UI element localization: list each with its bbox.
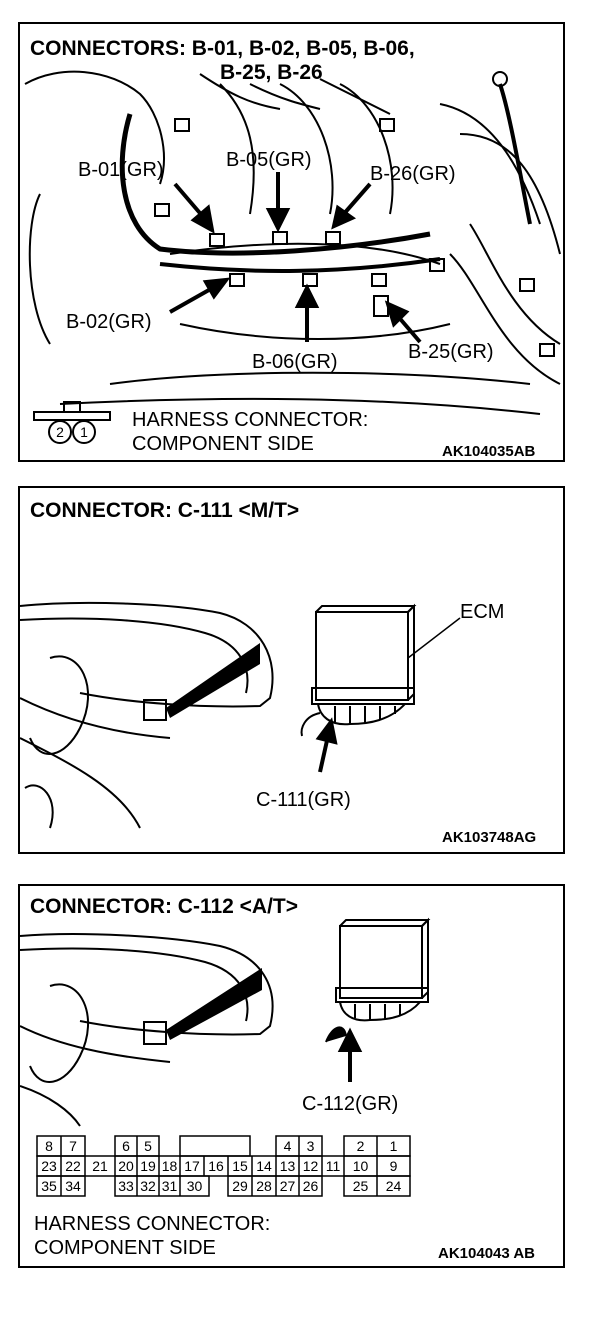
pin: 13: [279, 1158, 296, 1174]
pin: 10: [352, 1158, 369, 1174]
c111-label: C-111(GR): [256, 789, 351, 811]
pin: 15: [232, 1158, 248, 1174]
engine-bay-illustration: [24, 70, 561, 444]
c112-label: C-112(GR): [302, 1093, 399, 1115]
connector-pin-1: 1: [80, 424, 88, 440]
panel3-figure-code: AK104043 AB: [438, 1245, 535, 1262]
pin: 3: [306, 1138, 315, 1154]
pin: 25: [352, 1178, 369, 1194]
pin: 34: [65, 1178, 81, 1194]
label-b06: B-06(GR): [252, 351, 338, 373]
panel1-caption-line2: COMPONENT SIDE: [132, 433, 314, 455]
connector-pin-2: 2: [56, 424, 64, 440]
pin: 29: [232, 1178, 248, 1194]
pin: 27: [279, 1178, 296, 1194]
pin: 33: [118, 1178, 134, 1194]
panel1-caption-line1: HARNESS CONNECTOR:: [132, 409, 369, 431]
ecm-at-panel: CONNECTOR: C-112 <A/T> C-112(GR) 8 7 6 5…: [18, 884, 565, 1268]
pin: 17: [184, 1158, 200, 1174]
pin: 1: [389, 1138, 398, 1154]
dashboard-ecm-pinout-illustration: [20, 917, 431, 1197]
pin: 16: [208, 1158, 224, 1174]
pin: 5: [144, 1138, 152, 1154]
panel1-title-line1: CONNECTORS: B-01, B-02, B-05, B-06,: [30, 37, 415, 60]
label-b02: B-02(GR): [66, 311, 152, 333]
ecm-label: ECM: [460, 601, 505, 623]
pin: 9: [389, 1158, 398, 1174]
pin: 30: [186, 1178, 203, 1194]
pin: 19: [140, 1158, 156, 1174]
label-b25: B-25(GR): [408, 341, 494, 363]
pin: 20: [118, 1158, 134, 1174]
label-b01: B-01(GR): [78, 159, 164, 181]
pin: 28: [256, 1178, 272, 1194]
panel2-figure-code: AK103748AG: [442, 829, 537, 846]
pin: 35: [41, 1178, 57, 1194]
pin: 14: [256, 1158, 272, 1174]
dashboard-ecm-illustration: [20, 601, 461, 829]
panel1-figure-code: AK104035AB: [442, 443, 536, 460]
panel3-caption-line1: HARNESS CONNECTOR:: [34, 1213, 271, 1235]
pin: 11: [325, 1158, 341, 1174]
ecm-mt-panel: CONNECTOR: C-111 <M/T> ECM C-111(GR) AK1…: [18, 486, 565, 854]
panel3-caption-line2: COMPONENT SIDE: [34, 1237, 216, 1259]
pin: 12: [302, 1158, 319, 1174]
pin: 32: [140, 1178, 156, 1194]
pin: 2: [356, 1138, 365, 1154]
pin: 26: [302, 1178, 319, 1194]
pin: 18: [161, 1158, 178, 1174]
panel3-title: CONNECTOR: C-112 <A/T>: [30, 895, 299, 918]
panel2-title: CONNECTOR: C-111 <M/T>: [30, 499, 300, 522]
pin: 22: [65, 1158, 81, 1174]
label-b26: B-26(GR): [370, 163, 456, 185]
pin: 8: [45, 1138, 53, 1154]
pin: 23: [41, 1158, 57, 1174]
pin: 21: [92, 1158, 108, 1174]
pin: 31: [161, 1178, 178, 1194]
pin: 24: [385, 1178, 402, 1194]
pin: 4: [283, 1138, 292, 1154]
label-b05: B-05(GR): [226, 149, 312, 171]
engine-harness-panel: CONNECTORS: B-01, B-02, B-05, B-06, B-25…: [18, 22, 565, 462]
panel1-title-line2: B-25, B-26: [220, 61, 323, 84]
pin: 6: [122, 1138, 130, 1154]
pin: 7: [69, 1138, 77, 1154]
